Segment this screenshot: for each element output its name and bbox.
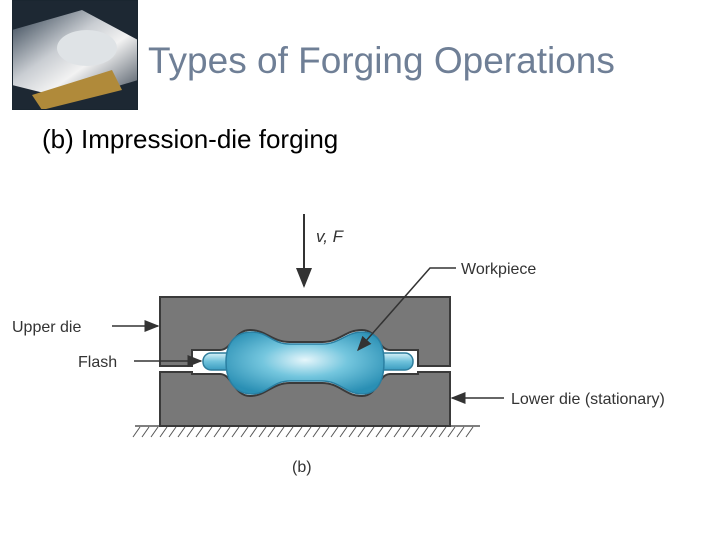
hatch-mark bbox=[204, 426, 213, 438]
hatch-mark bbox=[447, 426, 456, 438]
slide-subtitle: (b) Impression-die forging bbox=[42, 124, 339, 154]
hatch-mark bbox=[330, 426, 339, 438]
hatch-mark bbox=[411, 426, 420, 438]
diagram-caption: (b) bbox=[292, 459, 312, 476]
hatch-mark bbox=[312, 426, 321, 438]
hatch-mark bbox=[357, 426, 366, 438]
hatch-mark bbox=[303, 426, 312, 438]
hatch-mark bbox=[150, 426, 159, 438]
hatch-mark bbox=[429, 426, 438, 438]
header-photo bbox=[12, 0, 138, 110]
slide-title: Types of Forging Operations bbox=[148, 40, 615, 81]
hatch-mark bbox=[294, 426, 303, 438]
hatch-mark bbox=[276, 426, 285, 438]
hatch-mark bbox=[348, 426, 357, 438]
hatch-mark bbox=[231, 426, 240, 438]
hatch-mark bbox=[249, 426, 258, 438]
hatch-mark bbox=[132, 426, 141, 438]
hatch-mark bbox=[402, 426, 411, 438]
lower-die-label: Lower die (stationary) bbox=[511, 391, 665, 408]
hatch-mark bbox=[384, 426, 393, 438]
hatch-mark bbox=[195, 426, 204, 438]
hatch-mark bbox=[141, 426, 150, 438]
workpiece-leader bbox=[357, 267, 456, 352]
hatch-mark bbox=[177, 426, 186, 438]
hatch-mark bbox=[456, 426, 465, 438]
hatch-mark bbox=[213, 426, 222, 438]
hatch-mark bbox=[438, 426, 447, 438]
upper-die-label: Upper die bbox=[12, 319, 81, 336]
hatch-mark bbox=[393, 426, 402, 438]
hatch-mark bbox=[159, 426, 168, 438]
hatch-mark bbox=[285, 426, 294, 438]
hatch-mark bbox=[168, 426, 177, 438]
hatch-mark bbox=[339, 426, 348, 438]
hatch-mark bbox=[240, 426, 249, 438]
workpiece-label: Workpiece bbox=[461, 261, 536, 278]
hatch-mark bbox=[420, 426, 429, 438]
hatch-mark bbox=[267, 426, 276, 438]
hatch-mark bbox=[321, 426, 330, 438]
ground-hatching bbox=[132, 425, 480, 438]
hatch-mark bbox=[186, 426, 195, 438]
flash-label: Flash bbox=[78, 354, 117, 371]
force-label: v, F bbox=[316, 227, 345, 246]
hatch-mark bbox=[222, 426, 231, 438]
hatch-mark bbox=[375, 426, 384, 438]
workpiece bbox=[225, 331, 385, 395]
hatch-mark bbox=[465, 426, 474, 438]
hatch-mark bbox=[366, 426, 375, 438]
hatch-mark bbox=[258, 426, 267, 438]
